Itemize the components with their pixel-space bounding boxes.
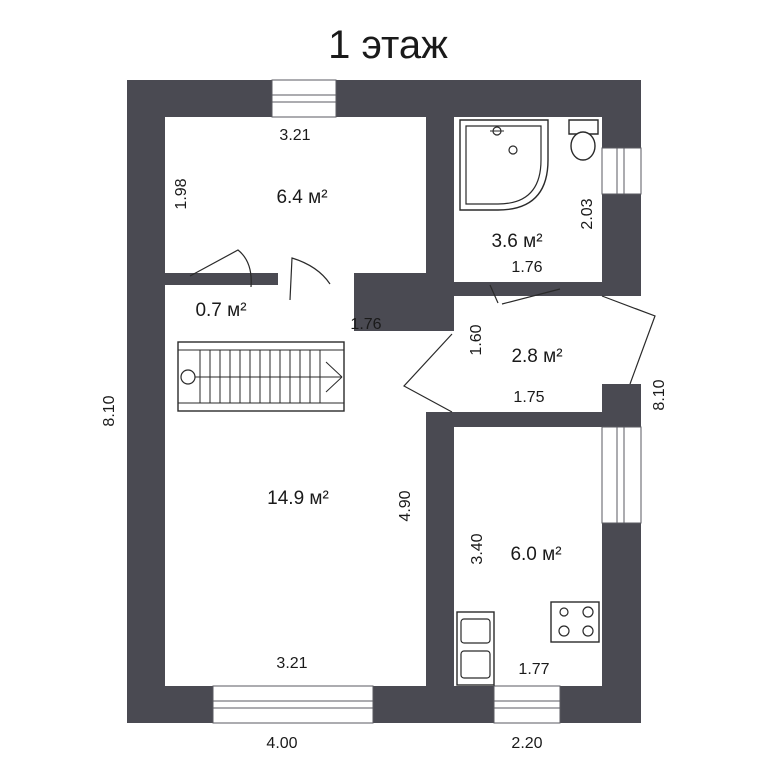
dim-total-right-height: 8.10 (651, 379, 668, 410)
dim-total-left-height: 8.10 (101, 395, 118, 426)
window-kitchen-right (601, 426, 642, 524)
window-bath (601, 147, 642, 195)
interior-doors (189, 249, 561, 305)
windows (212, 79, 642, 724)
closet-space (165, 285, 278, 331)
toilet-bowl (570, 131, 596, 161)
floor-title: 1 этаж (328, 23, 448, 67)
hall-door-left (489, 284, 499, 304)
dim-top-room-height: 1.98 (173, 178, 190, 209)
dim-hall-height: 1.60 (468, 324, 485, 355)
dim-kitchen-height: 3.40 (469, 533, 486, 564)
window-top (271, 79, 337, 118)
closet-door (189, 249, 252, 288)
corridor-space (278, 273, 354, 331)
dim-corridor-width: 1.76 (350, 316, 381, 333)
dim-living-height: 4.90 (397, 490, 414, 521)
entrance-door (403, 295, 656, 413)
dimension-labels: 3.21 1.98 1.76 2.03 1.76 1.60 1.75 4.90 … (101, 127, 668, 752)
corridor-door (289, 257, 331, 301)
window-living-bottom (212, 685, 374, 724)
dim-top-room-width: 3.21 (279, 127, 310, 144)
area-closet: 0.7 м² (195, 300, 246, 321)
dim-bath-width: 1.76 (511, 259, 542, 276)
shower-tray (459, 119, 549, 211)
hall-space (454, 296, 602, 412)
dim-hall-width: 1.75 (513, 389, 544, 406)
area-bathroom: 3.6 м² (491, 231, 542, 252)
dim-bath-height: 2.03 (579, 198, 596, 229)
dim-outer-right-width: 2.20 (511, 735, 542, 752)
bathroom-fixtures (459, 119, 599, 211)
hall-door-right (501, 288, 561, 305)
staircase (177, 341, 345, 412)
dim-kitchen-width: 1.77 (518, 661, 549, 678)
toilet-tank (568, 119, 599, 135)
dim-living-width: 3.21 (276, 655, 307, 672)
area-hall: 2.8 м² (511, 346, 562, 367)
sink-counter (456, 611, 495, 686)
room-top-left-space (165, 117, 426, 273)
kitchen-fixtures (456, 601, 600, 686)
area-top-left: 6.4 м² (276, 187, 327, 208)
area-kitchen: 6.0 м² (510, 544, 561, 565)
area-labels: 6.4 м² 0.7 м² 3.6 м² 2.8 м² 14.9 м² 6.0 … (195, 187, 562, 565)
area-living: 14.9 м² (267, 488, 329, 509)
window-kitchen-bottom (493, 685, 561, 724)
dim-outer-left-width: 4.00 (266, 735, 297, 752)
